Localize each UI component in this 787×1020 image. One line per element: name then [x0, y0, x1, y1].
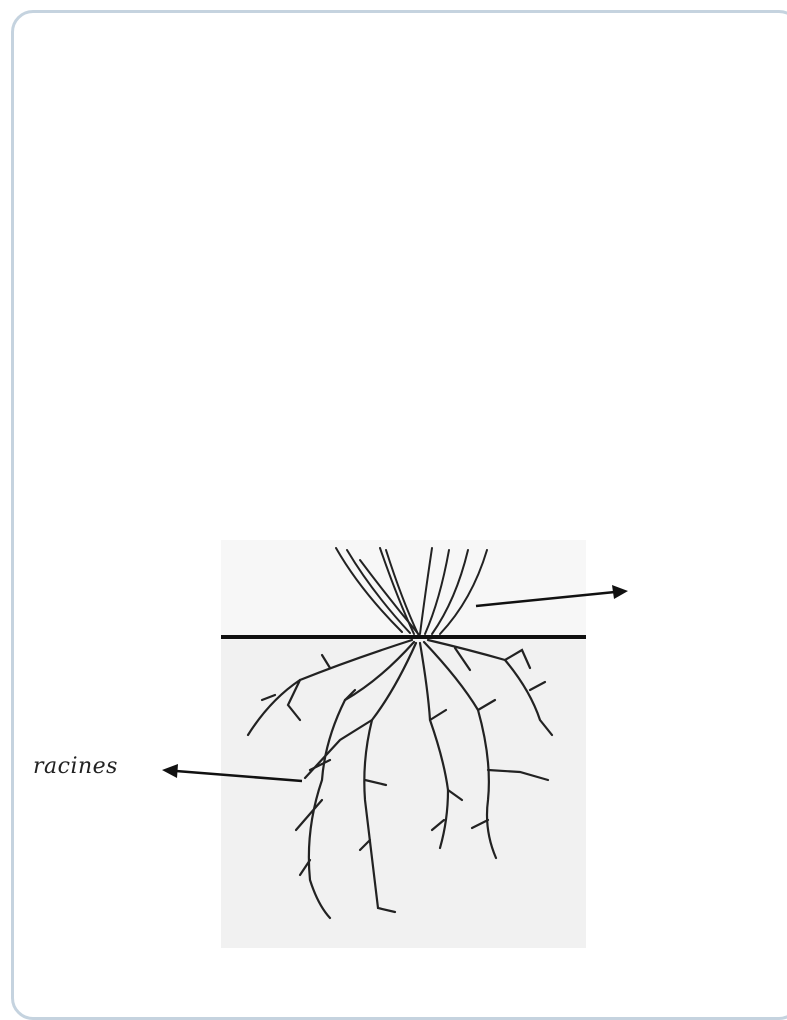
soil-area	[221, 640, 586, 948]
roots-label: racines	[33, 754, 118, 779]
